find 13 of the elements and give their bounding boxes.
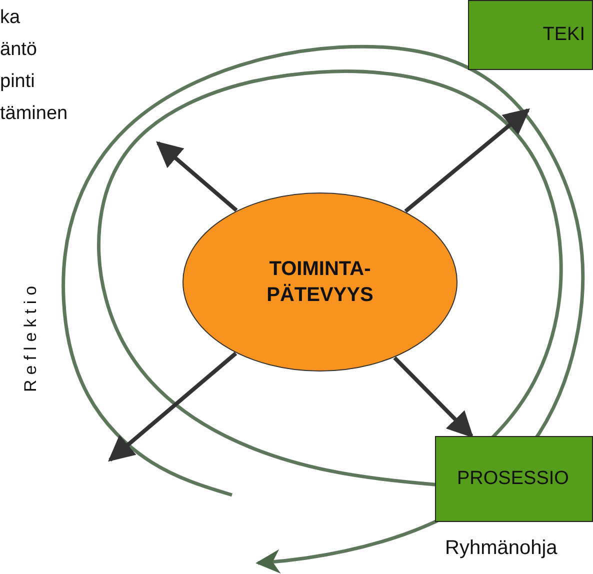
list-item: äntö [0, 40, 37, 59]
list-item: ka [0, 8, 20, 27]
box-label: PROSESSIO [457, 466, 569, 491]
center-label: TOIMINTA- PÄTEVYYS [266, 257, 374, 308]
list-item: täminen [0, 104, 68, 123]
arrow [393, 356, 474, 438]
box-label: TEKI [542, 22, 585, 47]
side-label: Ryhmänohja [445, 538, 558, 558]
list-item: pinti [0, 72, 35, 91]
arrow [108, 352, 238, 462]
side-label: Reflektio [22, 280, 39, 392]
arrow [404, 108, 530, 213]
arrow [156, 141, 238, 212]
